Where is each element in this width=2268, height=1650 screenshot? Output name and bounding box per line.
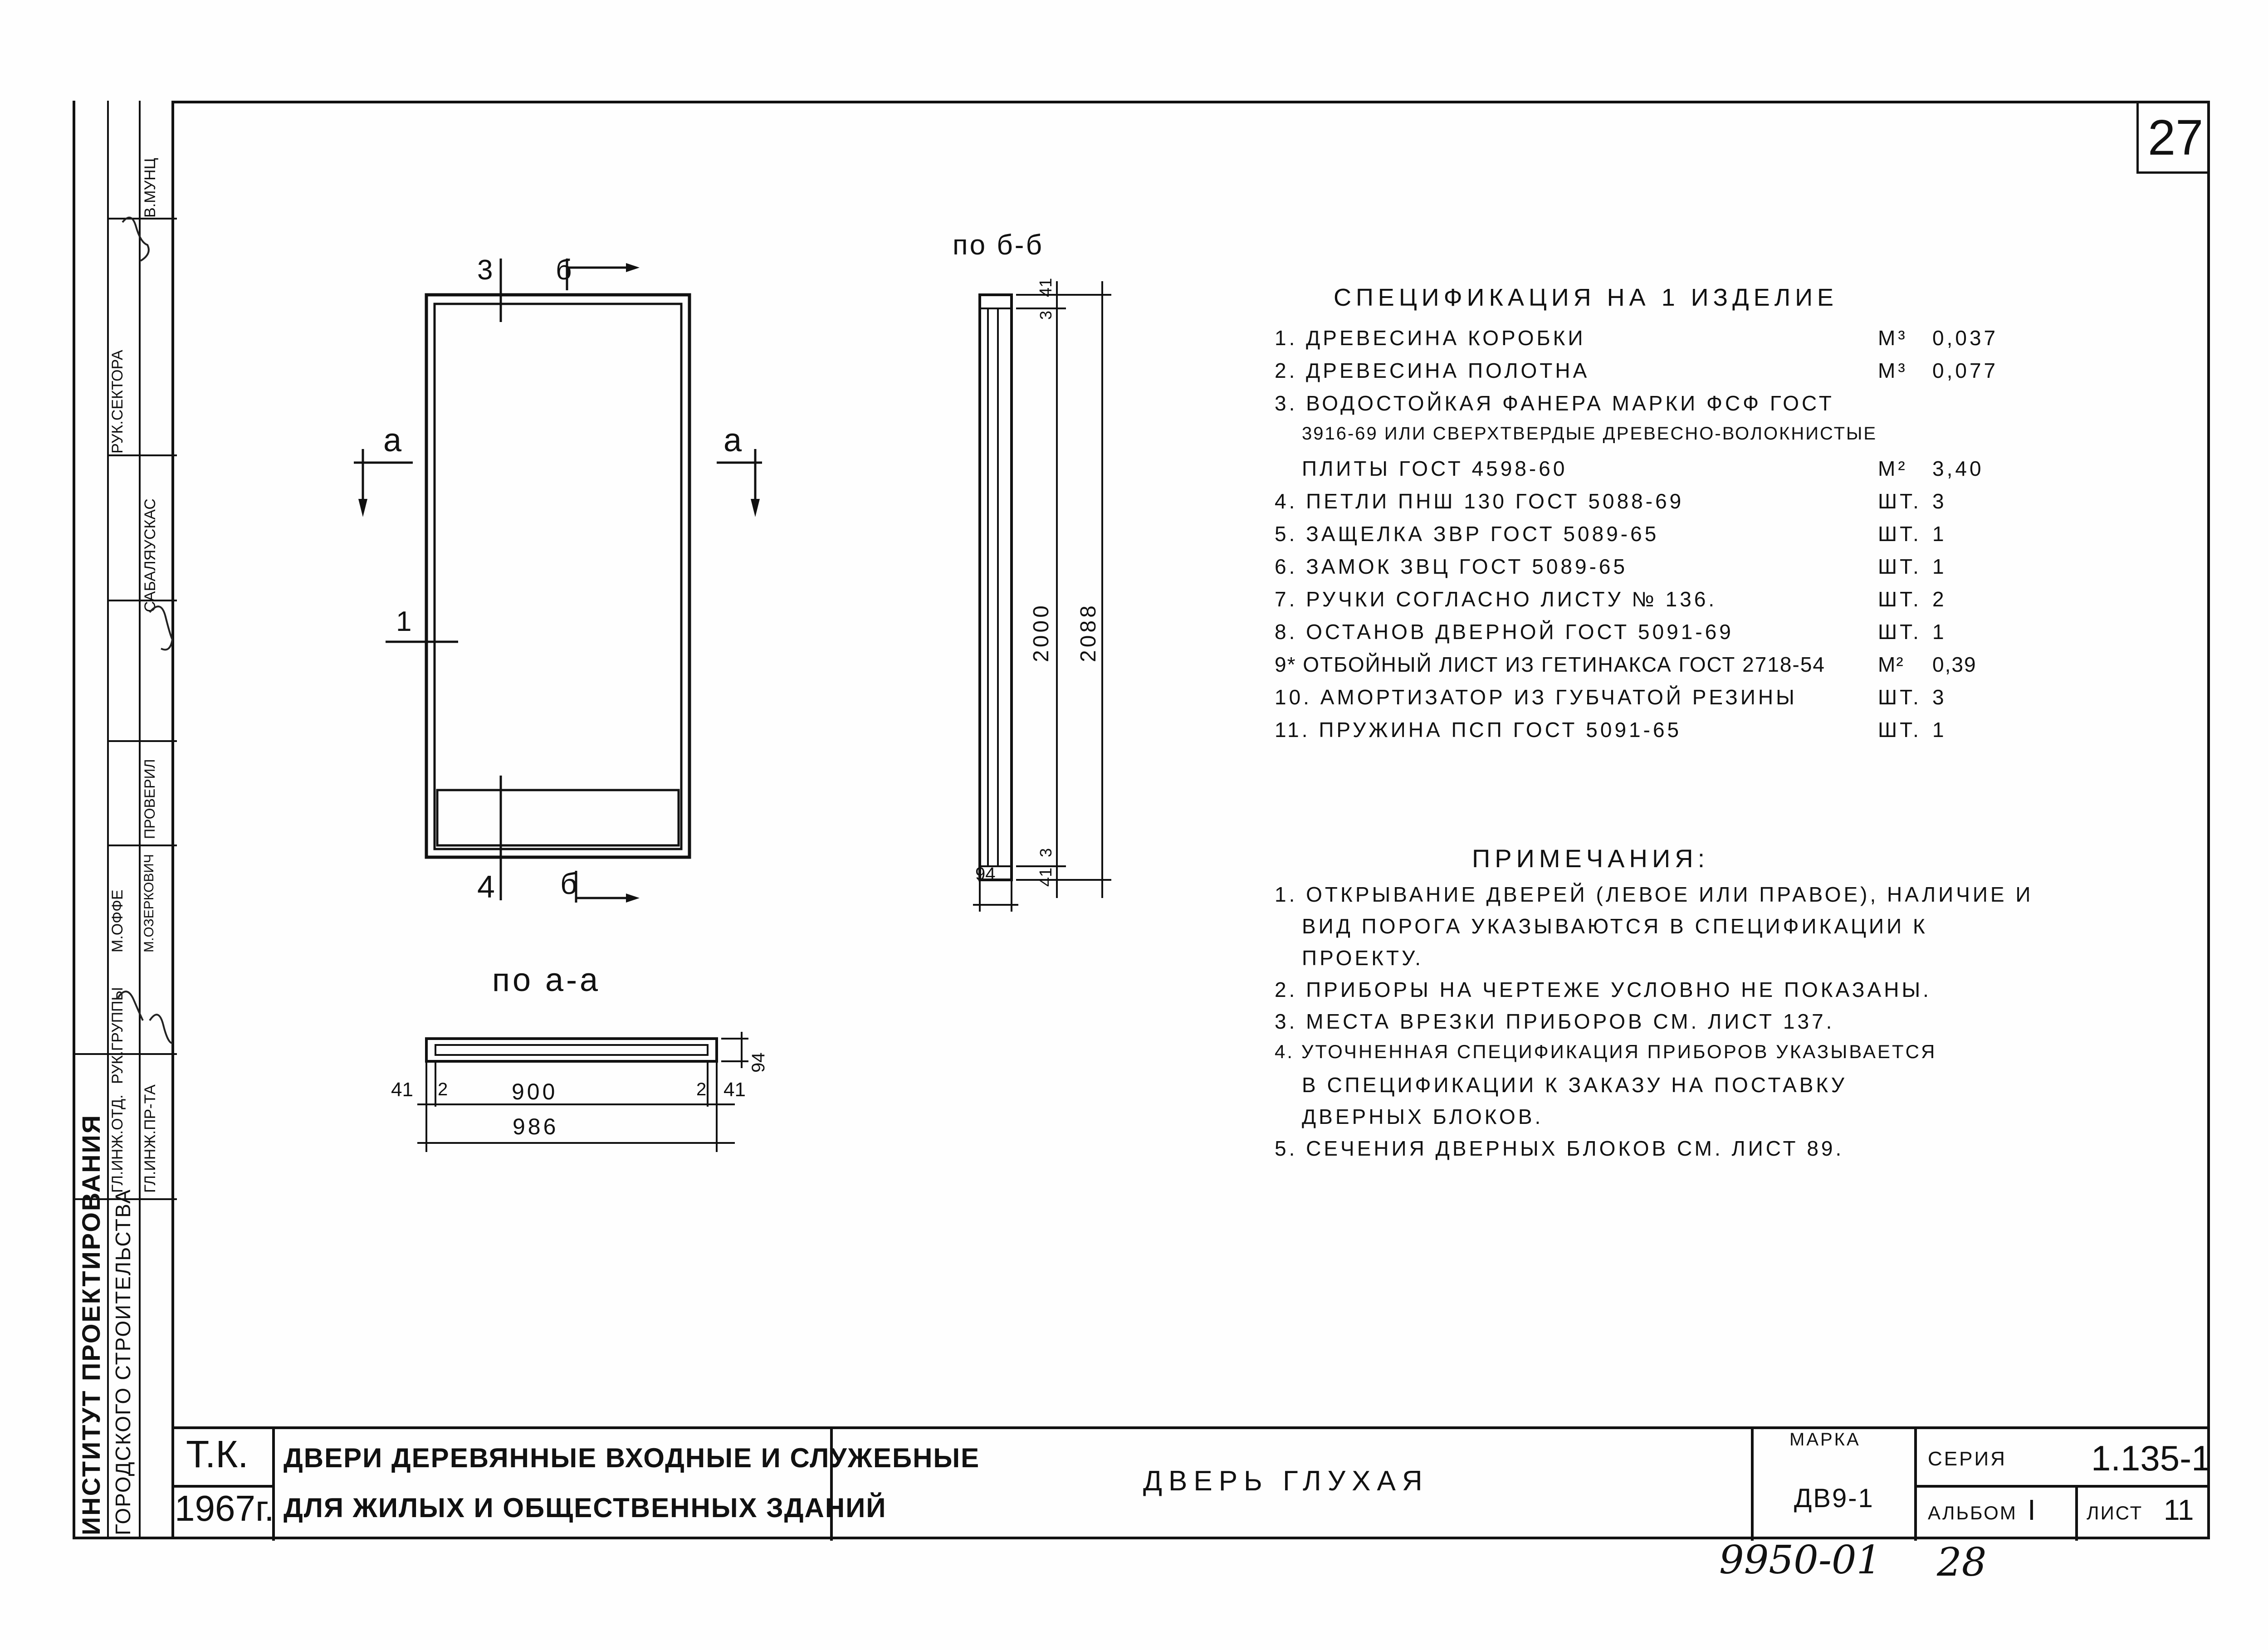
- door-front-view: [354, 259, 762, 903]
- marka-label: МАРКА: [1789, 1430, 1861, 1450]
- list-label: ЛИСТ: [2087, 1502, 2143, 1523]
- front-mark-bottom-right: б: [560, 867, 577, 900]
- note-line: 3. МЕСТА ВРЕЗКИ ПРИБОРОВ СМ. ЛИСТ 137.: [1275, 1010, 1835, 1033]
- front-mark-bottom-left: 4: [477, 869, 495, 904]
- handwritten-sheet: 28: [1937, 1540, 1987, 1585]
- title-block: [172, 1426, 2209, 1541]
- bb-dim-thickness: 94: [975, 864, 996, 884]
- note-line: 5. СЕЧЕНИЯ ДВЕРНЫХ БЛОКОВ СМ. ЛИСТ 89.: [1275, 1137, 1844, 1160]
- front-mark-right: а: [723, 422, 742, 459]
- spec-row: 4. ПЕТЛИ ПНШ 130 ГОСТ 5088-69 ШТ. 3: [1275, 489, 1947, 513]
- bb-dim-bottom-gap: 3: [1036, 848, 1055, 857]
- notes-list: 1. ОТКРЫВАНИЕ ДВЕРЕЙ (ЛЕВОЕ ИЛИ ПРАВОЕ),…: [1275, 882, 2046, 1172]
- aa-dim-right-frame: 41: [723, 1079, 746, 1101]
- front-mark-top-right: б: [556, 254, 572, 286]
- spec-row: 1. ДРЕВЕСИНА КОРОБКИ М³ 0,037: [1275, 326, 1999, 350]
- stamp-institute-line1: ИНСТИТУТ ПРОЕКТИРОВАНИЯ: [77, 1113, 105, 1535]
- frame-left-border: [171, 101, 174, 1538]
- stamp-institute-line2: ГОРОДСКОГО СТРОИТЕЛЬСТВА: [111, 1189, 135, 1535]
- note-line: 2. ПРИБОРЫ НА ЧЕРТЕЖЕ УСЛОВНО НЕ ПОКАЗАН…: [1275, 978, 1931, 1001]
- front-mark-top-left: 3: [477, 254, 493, 286]
- note-line: 4. УТОЧНЕННАЯ СПЕЦИФИКАЦИЯ ПРИБОРОВ УКАЗ…: [1275, 1041, 1937, 1062]
- spec-row: 2. ДРЕВЕСИНА ПОЛОТНА М³ 0,077: [1275, 359, 1999, 382]
- aa-dim-right-gap: 2: [696, 1079, 707, 1099]
- bb-dim-overall: 2088: [1076, 603, 1100, 662]
- series-label: СЕРИЯ: [1928, 1448, 2007, 1470]
- aa-dim-thickness: 94: [748, 1052, 768, 1073]
- side-stamp: [73, 101, 177, 1538]
- spec-row: 11. ПРУЖИНА ПСП ГОСТ 5091-65 ШТ. 1: [1275, 718, 1947, 742]
- handwritten-number: 9950-01: [1719, 1538, 1882, 1583]
- note-line: В СПЕЦИФИКАЦИИ К ЗАКАЗУ НА ПОСТАВКУ: [1302, 1073, 1847, 1097]
- note-line: 1. ОТКРЫВАНИЕ ДВЕРЕЙ (ЛЕВОЕ ИЛИ ПРАВОЕ),…: [1275, 883, 2033, 906]
- list-value: 11: [2164, 1494, 2194, 1526]
- title-project-line1: ДВЕРИ ДЕРЕВЯННЫЕ ВХОДНЫЕ И СЛУЖЕБНЫЕ: [284, 1443, 980, 1473]
- spec-row: ПЛИТЫ ГОСТ 4598-60 М² 3,40: [1302, 457, 1984, 480]
- album-label: АЛЬБОМ: [1928, 1502, 2017, 1523]
- spec-row: 6. ЗАМОК ЗВЦ ГОСТ 5089-65 ШТ. 1: [1275, 555, 1947, 578]
- spec-title: СПЕЦИФИКАЦИЯ НА 1 ИЗДЕЛИЕ: [1334, 284, 1838, 311]
- section-aa-title: по а-а: [492, 962, 601, 998]
- frame-top-border: [172, 101, 2209, 103]
- aa-dim-width: 900: [512, 1079, 558, 1104]
- frame-right-border: [2207, 101, 2210, 1538]
- bb-dim-top-gap: 3: [1036, 310, 1055, 320]
- spec-row: 3. ВОДОСТОЙКАЯ ФАНЕРА МАРКИ ФСФ ГОСТ: [1275, 391, 1834, 415]
- page-number: 27: [2148, 110, 2204, 166]
- spec-row: 8. ОСТАНОВ ДВЕРНОЙ ГОСТ 5091-69 ШТ. 1: [1275, 620, 1947, 644]
- bb-dim-top-frame: 41: [1036, 278, 1056, 297]
- series-value: 1.135-1: [2091, 1438, 2211, 1478]
- title-code: Т.К.: [186, 1433, 249, 1475]
- bb-dim-height: 2000: [1029, 603, 1053, 662]
- spec-row: 7. РУЧКИ СОГЛАСНО ЛИСТУ № 136. ШТ. 2: [1275, 587, 1947, 611]
- title-year: 1967г.: [175, 1488, 274, 1528]
- spec-row: 3916-69 ИЛИ СВЕРХТВЕРДЫЕ ДРЕВЕСНО-ВОЛОКН…: [1302, 424, 1877, 444]
- frame-bottom-border: [73, 1537, 2210, 1539]
- spec-row: 5. ЗАЩЕЛКА ЗВР ГОСТ 5089-65 ШТ. 1: [1275, 522, 1947, 546]
- aa-dim-left-gap: 2: [438, 1079, 448, 1099]
- note-line: ПРОЕКТУ.: [1302, 946, 1423, 970]
- title-sheet-title: ДВЕРЬ ГЛУХАЯ: [1143, 1465, 1429, 1497]
- front-mark-side: 1: [396, 606, 412, 637]
- section-aa-drawing: [417, 1032, 748, 1152]
- aa-dim-overall: 986: [513, 1114, 559, 1139]
- note-line: ДВЕРНЫХ БЛОКОВ.: [1302, 1105, 1544, 1128]
- section-bb-drawing: [973, 281, 1111, 912]
- marka-value: ДВ9-1: [1794, 1484, 1874, 1513]
- notes-title: ПРИМЕЧАНИЯ:: [1472, 844, 1710, 873]
- note-line: ВИД ПОРОГА УКАЗЫВАЮТСЯ В СПЕЦИФИКАЦИИ К: [1302, 914, 1928, 938]
- spec-table: 1. ДРЕВЕСИНА КОРОБКИ М³ 0,037 2. ДРЕВЕСИ…: [1275, 326, 2046, 752]
- title-project-line2: ДЛЯ ЖИЛЫХ И ОБЩЕСТВЕННЫХ ЗДАНИЙ: [284, 1493, 887, 1523]
- stamp-signatures: [117, 216, 174, 1044]
- front-mark-left: а: [383, 422, 402, 459]
- page-number-box: [2136, 103, 2209, 174]
- spec-row: 9* ОТБОЙНЫЙ ЛИСТ ИЗ ГЕТИНАКСА ГОСТ 2718-…: [1275, 653, 1977, 676]
- aa-dim-left-frame: 41: [391, 1079, 413, 1101]
- section-bb-title: по б-б: [953, 229, 1044, 261]
- album-value: I: [2028, 1494, 2036, 1526]
- spec-row: 10. АМОРТИЗАТОР ИЗ ГУБЧАТОЙ РЕЗИНЫ ШТ. 3: [1275, 685, 1947, 709]
- bb-dim-bottom-frame: 41: [1036, 867, 1056, 887]
